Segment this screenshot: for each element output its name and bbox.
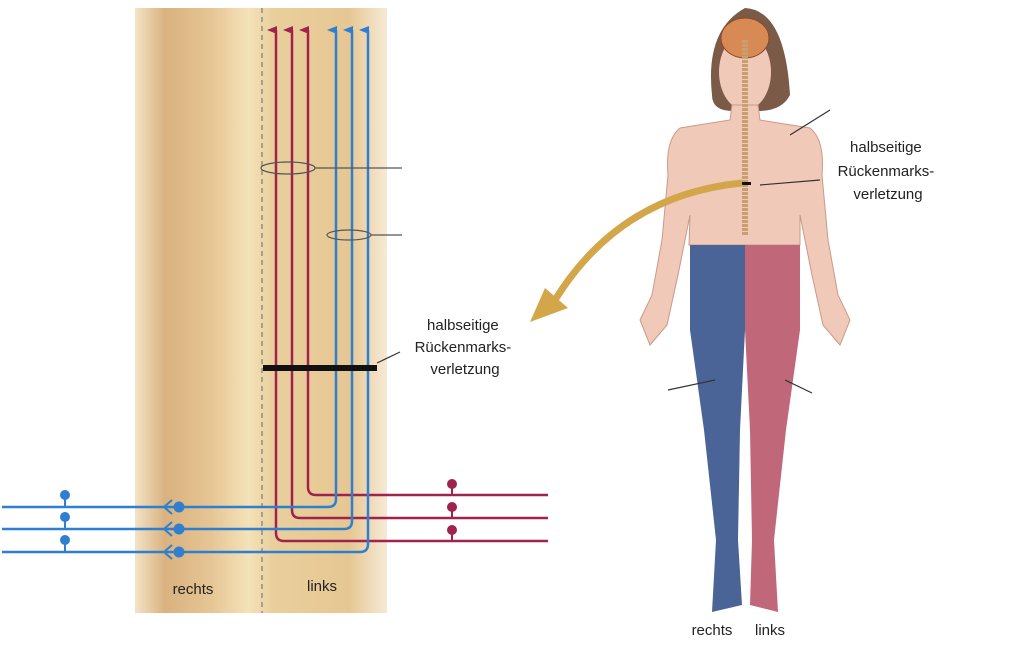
red-tract-2 [283,26,548,520]
cord-left-label: links [307,578,337,595]
body-leaders [667,109,831,394]
body-right-label: rechts [692,622,733,639]
lesion-bar [263,365,377,371]
lesion-label-body: halbseitige Rückenmarks- verletzung [838,139,939,203]
left-leg [745,245,800,612]
pointer-arrow [530,179,743,322]
blue-tracts [2,26,370,560]
body-figure [639,8,851,612]
body-lesion-marker [741,182,751,185]
blue-tract-3 [2,26,370,554]
body-left-label: links [755,622,785,639]
blue-tract-1 [2,26,338,509]
cord-right-label: rechts [173,581,214,598]
blue-tract-2 [2,26,354,531]
red-receptor-icons [447,479,457,541]
red-tract-1 [299,26,548,497]
right-leg [690,245,745,612]
red-tract-3 [267,26,548,543]
spinal-cord-section [135,8,387,613]
blue-synapse-icons [162,499,185,560]
lesion-label-cord: halbseitige Rückenmarks- verletzung [415,317,516,378]
tract-markers [260,161,402,241]
lesion-leader [376,351,401,364]
blue-receptor-icons [60,490,70,552]
red-tracts [267,26,548,543]
